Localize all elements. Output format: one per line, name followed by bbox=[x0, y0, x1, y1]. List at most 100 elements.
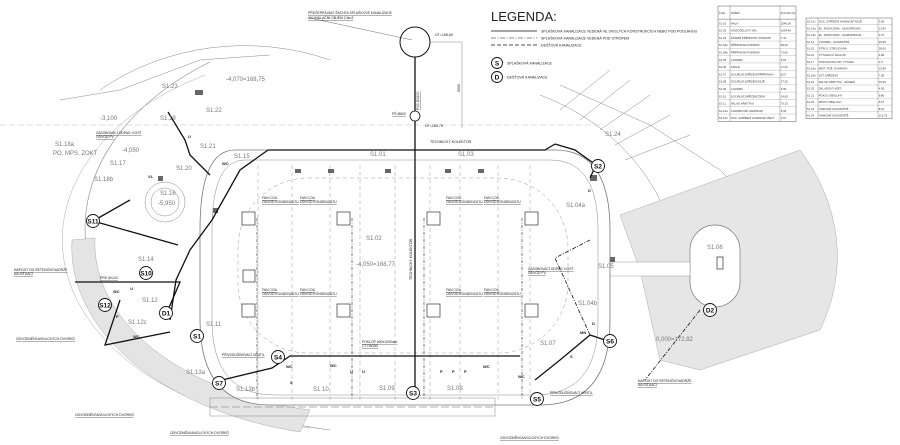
table-cell: S1.09 bbox=[719, 87, 727, 91]
legend-symbol-s-label: SPLAŠKOVÁ KANALIZACE bbox=[507, 61, 553, 66]
svg-text:P: P bbox=[452, 369, 455, 374]
table-cell: CHODBA - SCHODIŠTĚ bbox=[819, 39, 850, 44]
table-cell: S1.22 bbox=[807, 100, 815, 104]
svg-text:ODVOD KONDENZÁTU: ODVOD KONDENZÁTU bbox=[484, 292, 521, 296]
table-cell: POKOJ OBSLUHY bbox=[819, 93, 843, 97]
legend-title: LEGENDA: bbox=[491, 9, 557, 24]
legend-symbol-s: S bbox=[495, 61, 500, 68]
level-4050: -4,050 bbox=[122, 148, 140, 154]
table-header: PLOCHA (m2) bbox=[781, 11, 795, 15]
table-cell: 28,00 bbox=[879, 46, 886, 50]
svg-text:P: P bbox=[464, 369, 467, 374]
table-cell: CHODBA NÍZ HANDICAP bbox=[731, 109, 763, 113]
vent-label-2: PŘIVZDUŠŇOVACÍ VENTIL bbox=[550, 390, 593, 395]
wall-piers bbox=[158, 90, 615, 262]
svg-text:S2: S2 bbox=[594, 164, 602, 171]
svg-text:D: D bbox=[588, 188, 591, 193]
svg-text:WC: WC bbox=[133, 334, 140, 339]
svg-text:S11: S11 bbox=[87, 219, 99, 226]
svg-text:S1.19: S1.19 bbox=[160, 116, 176, 122]
table-cell: STROJOVNA VZT, VÝTAHU bbox=[819, 60, 854, 64]
table-cell: 4,86 bbox=[879, 53, 885, 57]
table-cell: S1.10 bbox=[719, 94, 727, 98]
svg-text:FAN COIL: FAN COIL bbox=[484, 196, 500, 200]
table-cell: MÍST. POŽ. OCHRANY bbox=[819, 66, 848, 71]
svg-text:S1.09: S1.09 bbox=[379, 386, 395, 392]
invert-top: ÚT=168,60 bbox=[435, 32, 453, 37]
yards-label-4: ODVODNĚNÍ ANGLICKÝCH DVORKŮ bbox=[500, 435, 559, 440]
svg-text:FAN COIL: FAN COIL bbox=[484, 288, 500, 292]
table-cell: 5,57 bbox=[879, 100, 885, 104]
annotations: PŘEČERPÁVACÍ ŠACHTA SPLAŠKOVÉ KANALIZACE… bbox=[14, 10, 694, 440]
svg-text:S10: S10 bbox=[140, 271, 152, 278]
tank-note-2: AKUMULAČNÍ OBJEM 2,5m3 bbox=[308, 15, 353, 20]
svg-text:D: D bbox=[592, 321, 595, 326]
svg-text:D1: D1 bbox=[162, 311, 171, 318]
table-cell: S1.04a bbox=[719, 43, 728, 47]
svg-text:FAN COIL: FAN COIL bbox=[262, 196, 278, 200]
table-cell: 5,03 bbox=[781, 109, 787, 113]
marker-s6: S6 bbox=[603, 334, 617, 348]
table-cell: S1.11 bbox=[719, 102, 727, 106]
drain-markers: S1 S2 S3 S4 S5 S6 S7 S10 S11 S12 D1 D2 bbox=[86, 159, 717, 406]
svg-text:ODVOD KONDENZÁTU: ODVOD KONDENZÁTU bbox=[484, 200, 521, 204]
vent-label-1: PŘIVZDUŠŇOVACÍ VENTIL bbox=[222, 352, 265, 357]
svg-text:S7: S7 bbox=[215, 381, 223, 388]
svg-text:ODVOD KONDENZÁTU: ODVOD KONDENZÁTU bbox=[262, 200, 299, 204]
table-cell: S1.12a bbox=[719, 109, 728, 113]
svg-text:S1.18b: S1.18b bbox=[94, 177, 114, 183]
table-cell: 17,25 bbox=[781, 80, 788, 84]
table-cell: EL. ROZVODNA - SLABOPROUD bbox=[819, 33, 862, 37]
svg-text:S1.18a: S1.18a bbox=[55, 142, 75, 148]
pipe-dn200: PVC DN200 bbox=[416, 91, 420, 110]
svg-text:S1.04a: S1.04a bbox=[566, 203, 586, 209]
legend-line-1: SPLAŠKOVÁ KANALIZACE VEDENÁ VE SVISLÝCH … bbox=[541, 29, 698, 34]
building-outline bbox=[59, 45, 838, 433]
svg-text:S1.10: S1.10 bbox=[313, 387, 329, 393]
collector-h: TECHNICKÝ KOLEKTOR bbox=[430, 140, 472, 144]
table-cell: VÍCEÚČELOVÝ SÁL bbox=[731, 28, 757, 33]
svg-text:S1.15: S1.15 bbox=[234, 154, 250, 160]
table-cell: 25,58 bbox=[879, 40, 886, 44]
svg-text:ODVOD KONDENZÁTU: ODVOD KONDENZÁTU bbox=[300, 292, 337, 296]
table-cell: ÚNIKOVÉ SCHODIŠTĚ bbox=[819, 106, 849, 111]
table-cell: SOC. ZAŘÍZENÍ HANDICAP ŽENY bbox=[731, 115, 775, 120]
svg-text:WC: WC bbox=[518, 374, 525, 379]
marker-s5: S5 bbox=[530, 392, 544, 406]
table-cell: S1.08 bbox=[719, 80, 727, 84]
svg-text:ODVOD KONDENZÁTU: ODVOD KONDENZÁTU bbox=[446, 292, 483, 296]
hall-floor bbox=[237, 177, 569, 354]
svg-text:FAN COIL: FAN COIL bbox=[446, 288, 462, 292]
table-cell: SKLAD NÁBYTKU - ZÁZEMÍ bbox=[819, 80, 855, 84]
fixtures: WC U VL WC U P WC WC WC U U P P P WC WC … bbox=[113, 134, 595, 385]
svg-text:S1.08: S1.08 bbox=[447, 386, 463, 392]
fan-coil-units bbox=[241, 211, 724, 318]
legend-symbol-d-label: DEŠŤOVÁ KANALIZACE bbox=[507, 75, 548, 80]
svg-text:FAN COIL: FAN COIL bbox=[446, 196, 462, 200]
table-cell: 72,60 bbox=[781, 50, 788, 54]
table-cell: 9,80 bbox=[879, 93, 885, 97]
table-cell: S1.18b bbox=[807, 73, 816, 77]
table-cell: 8,57 bbox=[781, 72, 787, 76]
svg-text:ODVOD KONDENZÁTU: ODVOD KONDENZÁTU bbox=[262, 292, 299, 296]
sewer-pipes bbox=[75, 57, 701, 395]
svg-text:S6: S6 bbox=[606, 339, 614, 346]
table-cell: S1.14 bbox=[807, 40, 815, 44]
table-cell: VZT ZAŘÍZENÍ bbox=[819, 72, 838, 77]
yards-label-2: ODVODNĚNÍ ANGLICKÝCH DVORKŮ bbox=[75, 412, 134, 417]
table-cell: 8,63 bbox=[781, 58, 787, 62]
svg-text:S1.13b: S1.13b bbox=[236, 387, 256, 393]
table-cell: 1,5 bbox=[879, 60, 883, 64]
